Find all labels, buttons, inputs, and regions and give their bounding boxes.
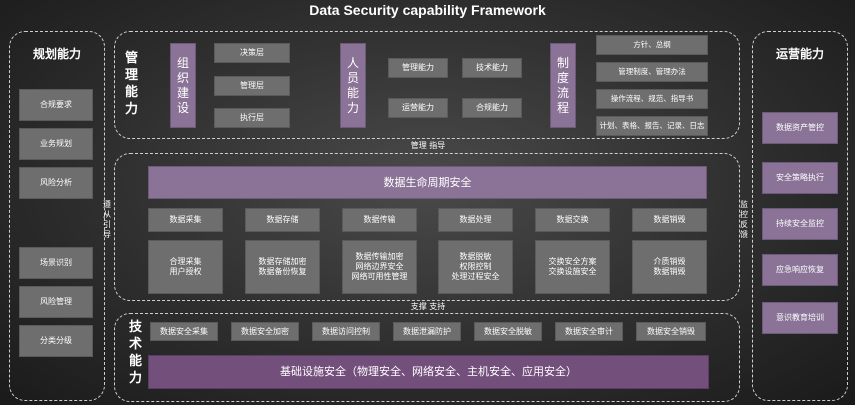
org-item: 决策层 [214, 43, 290, 63]
tech-item: 数据访问控制 [312, 322, 380, 341]
planning-item: 场景识别 [19, 247, 93, 279]
tech-item: 数据泄漏防护 [393, 322, 461, 341]
left-connector-label: 遵从 引导 [101, 200, 113, 240]
lifecycle-stage: 数据采集 [148, 208, 223, 232]
process-label-box: 制度流程 [550, 43, 576, 128]
tech-item: 数据安全销毁 [636, 322, 706, 341]
planning-frame [9, 31, 105, 401]
org-item: 执行层 [214, 108, 290, 128]
management-frame [114, 31, 740, 139]
mgmt-guide-label: 管理 指导 [410, 141, 446, 150]
planning-item: 风险管理 [19, 286, 93, 318]
org-item: 管理层 [214, 76, 290, 96]
tech-item: 数据安全采集 [150, 322, 218, 341]
lifecycle-frame [114, 153, 740, 301]
lifecycle-detail: 数据存储加密 数据备份恢复 [245, 240, 320, 294]
process-item: 计划、表格、报告、记录、日志 [596, 116, 708, 136]
people-label: 人员能力 [346, 55, 359, 115]
support-label: 支撑 支持 [410, 302, 446, 311]
process-label: 制度流程 [556, 55, 569, 115]
operations-item: 数据资产管控 [762, 112, 838, 144]
management-label: 管理能力 [124, 51, 138, 117]
infrastructure-security: 基础设施安全（物理安全、网络安全、主机安全、应用安全） [148, 355, 709, 389]
lifecycle-detail: 介质销毁 数据销毁 [632, 240, 707, 294]
process-item: 方针、总纲 [596, 35, 708, 55]
people-item: 合规能力 [462, 98, 522, 118]
operations-item: 持续安全监控 [762, 208, 838, 240]
process-item: 操作流程、规范、指导书 [596, 89, 708, 109]
lifecycle-title: 数据生命周期安全 [148, 166, 707, 199]
org-label-box: 组织建设 [170, 43, 196, 128]
planning-item: 合规要求 [19, 89, 93, 121]
planning-header: 规划能力 [32, 47, 81, 61]
tech-item: 数据安全脱敏 [474, 322, 542, 341]
org-label: 组织建设 [176, 55, 189, 115]
lifecycle-detail: 合理采集 用户授权 [148, 240, 223, 294]
planning-item: 风险分析 [19, 167, 93, 199]
operations-item: 意识教育培训 [762, 302, 838, 334]
lifecycle-stage: 数据处理 [438, 208, 513, 232]
technical-label: 技术能力 [128, 320, 142, 386]
lifecycle-detail: 交换安全方案 交换设施安全 [535, 240, 610, 294]
operations-item: 应急响应恢复 [762, 254, 838, 286]
lifecycle-detail: 数据脱敏 权限控制 处理过程安全 [438, 240, 513, 294]
people-item: 技术能力 [462, 58, 522, 78]
process-item: 管理制度、管理办法 [596, 62, 708, 82]
people-label-box: 人员能力 [340, 43, 366, 128]
lifecycle-stage: 数据销毁 [632, 208, 707, 232]
tech-item: 数据安全审计 [555, 322, 623, 341]
people-item: 管理能力 [388, 58, 448, 78]
planning-item: 分类分级 [19, 325, 93, 357]
lifecycle-stage: 数据存储 [245, 208, 320, 232]
right-connector-text: 监控 反馈 [740, 200, 748, 239]
right-connector-label: 监控 反馈 [738, 200, 750, 240]
operations-header: 运营能力 [775, 47, 824, 61]
tech-item: 数据安全加密 [231, 322, 299, 341]
technical-frame [114, 313, 740, 402]
lifecycle-stage: 数据传输 [342, 208, 417, 232]
left-connector-text: 遵从 引导 [103, 200, 111, 239]
diagram-title: Data Security capability Framework [309, 2, 546, 18]
operations-frame [752, 31, 848, 401]
people-item: 运营能力 [388, 98, 448, 118]
lifecycle-stage: 数据交换 [535, 208, 610, 232]
planning-item: 业务规划 [19, 128, 93, 160]
lifecycle-detail: 数据传输加密 网络边界安全 网络可用性管理 [342, 240, 417, 294]
operations-item: 安全策略执行 [762, 162, 838, 194]
